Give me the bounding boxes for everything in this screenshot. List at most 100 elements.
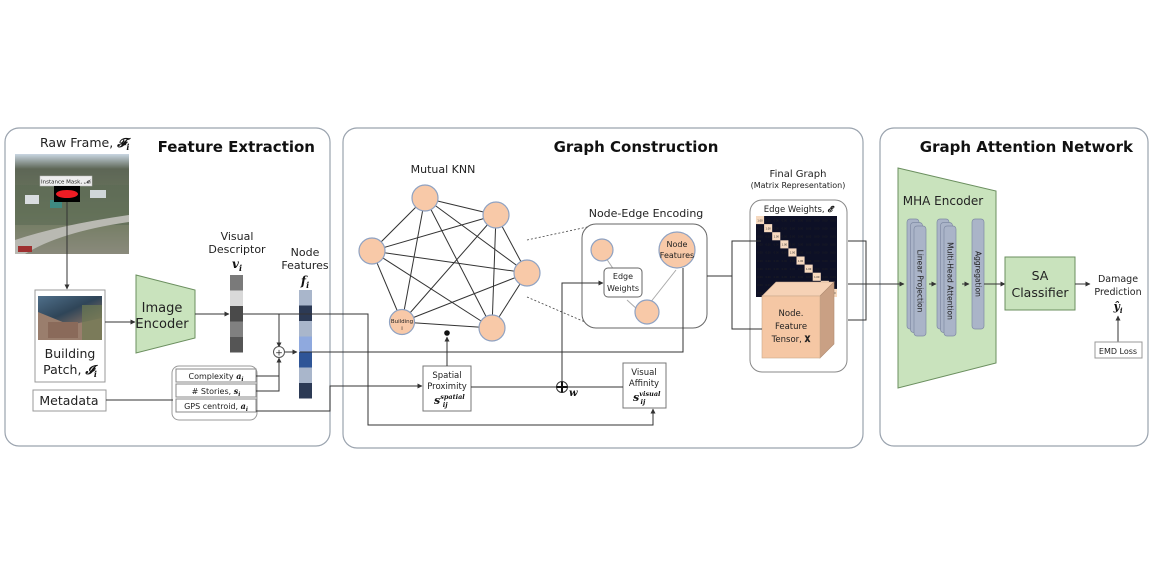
node-tensor-label-3: Tensor, 𝐗 — [771, 334, 812, 345]
final-graph-label: Final Graph — [770, 169, 827, 180]
encoding-node-features — [658, 231, 696, 269]
edge-weights-matrix-label: Edge Weights, 𝓔 — [764, 205, 836, 215]
matrix-cell-value: 0.00 — [830, 235, 836, 238]
matrix-diagonal-cell — [772, 232, 781, 241]
matrix-cell-value: 0.00 — [757, 292, 763, 295]
knn-edge — [371, 214, 497, 252]
matrix-cell-value: 0.00 — [814, 244, 820, 247]
matrix-cell-value: 0.00 — [782, 260, 788, 263]
matrix-cell-value: 0.00 — [806, 235, 812, 238]
matrix-diagonal-cell — [764, 224, 773, 233]
knn-node — [478, 314, 506, 342]
matrix-diagonal-cell — [796, 256, 805, 265]
matrix-cell-value: 0.00 — [822, 268, 828, 271]
matrix-cell-value: 0.00 — [822, 276, 828, 279]
matrix-cell-value: 0.00 — [765, 244, 771, 247]
knn-edge — [491, 214, 497, 329]
knn-edge — [401, 272, 528, 323]
matrix-diagonal-cell — [788, 248, 797, 257]
linear-projection-label: Linear Projection — [916, 250, 925, 313]
matrix-cell-value: 0.00 — [790, 260, 796, 263]
matrix-cell-value: 0.00 — [830, 244, 836, 247]
visual-descriptor-label: Visual — [221, 230, 254, 243]
feature-extraction-panel: Feature Extraction Raw Frame, 𝓕i Instanc… — [4, 127, 340, 447]
graph-attention-network-panel: Graph Attention Network MHA Encoder Line… — [848, 127, 1149, 447]
graph-construction-title: Graph Construction — [554, 138, 719, 156]
building-patch-label: Building — [45, 346, 96, 361]
metadata-item-label: GPS centroid, ai — [184, 401, 248, 413]
matrix-cell-value: 0.00 — [774, 252, 780, 255]
weight-symbol: w — [569, 388, 578, 399]
image-encoder-label: Image — [142, 301, 183, 316]
node-features-cell — [299, 352, 312, 368]
knn-node — [411, 184, 439, 212]
matrix-cell-value: 0.00 — [765, 219, 771, 222]
spatial-proximity-label-2: Proximity — [427, 382, 467, 392]
gat-title: Graph Attention Network — [920, 138, 1134, 156]
matrix-cell-value: 0.00 — [757, 268, 763, 271]
matrix-cell-value: 0.00 — [814, 227, 820, 230]
matrix-cell-value: 0.00 — [798, 276, 804, 279]
matrix-cell-value: 0.00 — [757, 276, 763, 279]
raw-frame-label: Raw Frame, 𝓕i — [40, 135, 131, 152]
emd-loss-label: EMD Loss — [1099, 347, 1137, 356]
encoding-node-features-label: Node — [667, 240, 688, 249]
multi-head-attention-layer — [943, 225, 957, 337]
building-patch-image — [38, 296, 102, 340]
matrix-cell-value: 0.00 — [774, 276, 780, 279]
linear-projection-layer — [913, 225, 927, 337]
visual-descriptor-label-2: Descriptor — [208, 243, 266, 256]
knn-node — [358, 237, 386, 265]
matrix-cell-value: 0.00 — [822, 252, 828, 255]
node-features-cell — [299, 383, 312, 399]
spatial-proximity-label: Spatial — [432, 371, 461, 381]
matrix-cell-value: 0.00 — [757, 260, 763, 263]
knn-nodes — [358, 184, 541, 342]
sa-classifier-label: SA — [1032, 268, 1049, 283]
node-features-cell — [299, 290, 312, 306]
node-edge-encoding-label: Node-Edge Encoding — [589, 207, 704, 220]
matrix-cell-value: 0.00 — [790, 235, 796, 238]
matrix-cell-value: 0.00 — [782, 252, 788, 255]
sa-classifier — [1004, 256, 1076, 311]
metadata-item-label: # Stories, si — [192, 386, 241, 398]
metadata-label: Metadata — [39, 393, 98, 408]
building-node-label-2: i — [401, 326, 403, 332]
encoding-node-features-label-2: Features — [660, 251, 694, 260]
visual-descriptor-cell — [230, 337, 243, 353]
knn-edge — [401, 197, 426, 323]
raw-frame-image: Instance Mask, 𝓜ᵢ — [15, 154, 129, 254]
matrix-cell-value: 0.00 — [822, 219, 828, 222]
matrix-cell-value: 0.00 — [822, 235, 828, 238]
matrix-cell-value: 0.00 — [765, 260, 771, 263]
mutual-knn-label: Mutual KNN — [411, 163, 476, 176]
matrix-cell-value: 0.00 — [830, 276, 836, 279]
concat-plus-symbol: + — [275, 349, 283, 359]
node-features-cell — [299, 367, 312, 383]
visual-descriptor-cell — [230, 275, 243, 291]
matrix-cell-value: 0.00 — [798, 268, 804, 271]
multi-head-attention-label: Multi-Head Attention — [946, 242, 955, 320]
graph-construction-panel: Graph Construction Mutual KNN Building i… — [300, 127, 864, 449]
node-features-cell — [299, 336, 312, 352]
emd-loss-box — [1094, 341, 1143, 359]
visual-affinity-label-2: Affinity — [629, 379, 659, 389]
knn-edge — [424, 197, 528, 274]
matrix-cell-value: 0.00 — [822, 244, 828, 247]
node-tensor-label: Node. — [779, 309, 804, 319]
matrix-cell-value: 0.00 — [822, 227, 828, 230]
metadata-item-box — [175, 398, 257, 413]
node-features-label-2: Features — [281, 259, 329, 272]
node-features-cell — [299, 305, 312, 321]
matrix-cell-value: 1.00 — [798, 260, 804, 263]
knn-edge — [401, 214, 497, 323]
metadata-item-label: Complexity ai — [188, 371, 243, 383]
matrix-cell-value: 1.00 — [757, 219, 763, 222]
matrix-diagonal-cell — [756, 216, 765, 225]
visual-descriptor-cell — [230, 290, 243, 306]
matrix-cell-value: 0.00 — [806, 252, 812, 255]
building-node-label: Building — [391, 319, 413, 325]
matrix-cell-value: 0.00 — [782, 227, 788, 230]
